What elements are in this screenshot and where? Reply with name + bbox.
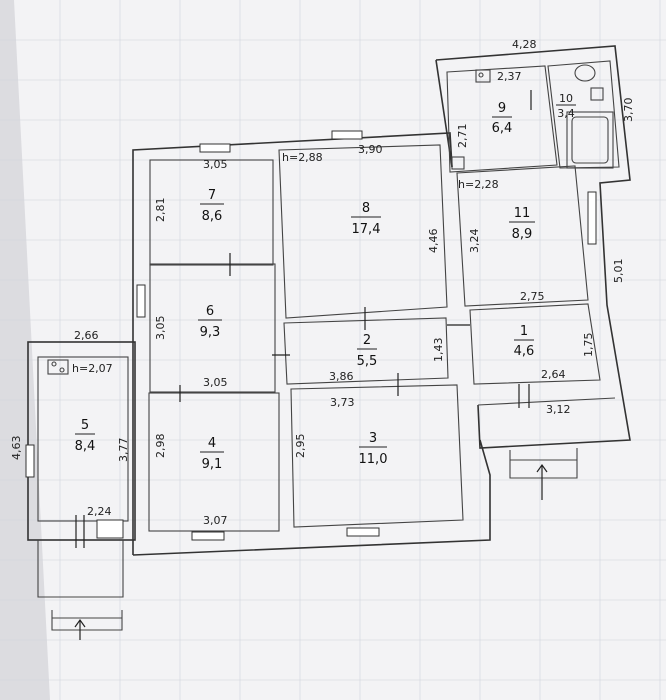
room-6-number: 6 bbox=[206, 304, 214, 319]
room-9-area: 6,4 bbox=[492, 121, 513, 136]
room-4-number: 4 bbox=[208, 436, 216, 451]
room-4-label: 4 9,1 bbox=[200, 436, 224, 472]
entry-arrows bbox=[74, 463, 548, 640]
room-8-number: 8 bbox=[362, 201, 370, 216]
stove-icon bbox=[47, 359, 69, 375]
room-10-area: 3,4 bbox=[557, 107, 575, 120]
room-3-label: 3 11,0 bbox=[359, 431, 388, 467]
room-5-number: 5 bbox=[81, 418, 89, 433]
bathtub-basin-icon bbox=[571, 116, 609, 164]
room-7-outline bbox=[149, 159, 274, 266]
room-5-wall bbox=[27, 341, 136, 541]
room-6-label: 6 9,3 bbox=[198, 304, 222, 340]
room-8-area: 17,4 bbox=[352, 222, 381, 237]
dim-label: 3,24 bbox=[468, 229, 481, 254]
windows bbox=[25, 130, 597, 541]
room-1-outline bbox=[469, 303, 601, 385]
walls bbox=[27, 45, 631, 631]
room-6-area: 9,3 bbox=[200, 325, 221, 340]
room-9-label: 9 6,4 bbox=[492, 101, 513, 136]
room-10-outline bbox=[547, 60, 620, 169]
dim-label: 3,05 bbox=[203, 376, 228, 389]
room-6-outline bbox=[149, 263, 276, 393]
height-notes: h=2,88 h=2,07 h=2,28 bbox=[72, 151, 499, 375]
room-labels: 1 4,6 2 5,5 3 11,0 4 9,1 5 8,4 6 9,3 bbox=[75, 92, 576, 472]
room-7-area: 8,6 bbox=[202, 209, 223, 224]
dim-label: 3,05 bbox=[154, 316, 167, 341]
bathtub-icon bbox=[566, 111, 614, 169]
room-9-number: 9 bbox=[498, 101, 506, 116]
room-3-outline bbox=[290, 384, 464, 528]
room-10-number: 10 bbox=[559, 92, 573, 105]
dim-label: 2,75 bbox=[520, 290, 545, 303]
toilet-icon bbox=[574, 64, 596, 82]
dim-label: 1,43 bbox=[432, 338, 445, 363]
room-1-number: 1 bbox=[520, 324, 528, 339]
dim-label: 3,12 bbox=[546, 403, 571, 416]
room-3-area: 11,0 bbox=[359, 452, 388, 467]
boiler-icon bbox=[451, 156, 465, 170]
fixtures bbox=[47, 64, 614, 375]
dim-label: 1,75 bbox=[582, 333, 595, 358]
room-7-label: 7 8,6 bbox=[200, 188, 224, 224]
room-10-label: 10 3,4 bbox=[556, 92, 576, 120]
room-7-number: 7 bbox=[208, 188, 216, 203]
height-room-11: h=2,28 bbox=[458, 178, 499, 191]
room-5-outline bbox=[37, 356, 129, 522]
dim-label: 3,05 bbox=[203, 158, 228, 171]
dim-label: 2,66 bbox=[74, 329, 99, 342]
dim-label: 2,24 bbox=[87, 505, 112, 518]
dim-label: 4,28 bbox=[512, 38, 537, 51]
dim-label: 2,81 bbox=[154, 198, 167, 223]
room-2-area: 5,5 bbox=[357, 354, 378, 369]
room-5-label: 5 8,4 bbox=[75, 418, 96, 454]
room-11-outline bbox=[456, 165, 589, 307]
room-4-outline bbox=[148, 392, 280, 532]
room-8-label: 8 17,4 bbox=[351, 201, 381, 237]
room-4-area: 9,1 bbox=[202, 457, 223, 472]
room-1-label: 1 4,6 bbox=[514, 324, 535, 359]
dim-label: 3,73 bbox=[330, 396, 355, 409]
dim-label: 2,71 bbox=[456, 124, 469, 149]
height-room-5: h=2,07 bbox=[72, 362, 113, 375]
dim-label: 3,90 bbox=[358, 143, 383, 156]
room-3-number: 3 bbox=[369, 431, 377, 446]
room-2-outline bbox=[283, 317, 449, 385]
room-1-area: 4,6 bbox=[514, 344, 535, 359]
dim-label: 4,46 bbox=[427, 229, 440, 254]
door-marks bbox=[75, 90, 532, 548]
room-2-label: 2 5,5 bbox=[357, 333, 378, 369]
height-main: h=2,88 bbox=[282, 151, 323, 164]
dim-label: 2,37 bbox=[497, 70, 522, 83]
room-11-number: 11 bbox=[514, 206, 531, 221]
paper-sheet bbox=[14, 0, 666, 700]
room-2-number: 2 bbox=[363, 333, 371, 348]
room-11-area: 8,9 bbox=[512, 227, 533, 242]
dim-label: 3,77 bbox=[117, 438, 130, 463]
room-9-outline bbox=[446, 65, 558, 173]
dim-label: 4,63 bbox=[10, 436, 23, 461]
sink-icon bbox=[590, 87, 604, 101]
dim-label: 3,86 bbox=[329, 370, 354, 383]
room-11-label: 11 8,9 bbox=[509, 206, 535, 242]
dim-label: 5,01 bbox=[612, 259, 625, 284]
dim-label: 3,07 bbox=[203, 514, 228, 527]
dim-label: 2,98 bbox=[154, 434, 167, 459]
dimension-labels: 4,28 2,37 3,70 2,71 3,05 3,90 2,81 4,46 … bbox=[10, 38, 635, 527]
dim-label: 2,64 bbox=[541, 368, 566, 381]
stove-icon bbox=[475, 69, 491, 83]
dim-label: 2,95 bbox=[294, 434, 307, 459]
room-5-area: 8,4 bbox=[75, 439, 96, 454]
dim-label: 3,70 bbox=[622, 98, 635, 123]
room-8-outline bbox=[278, 144, 448, 319]
